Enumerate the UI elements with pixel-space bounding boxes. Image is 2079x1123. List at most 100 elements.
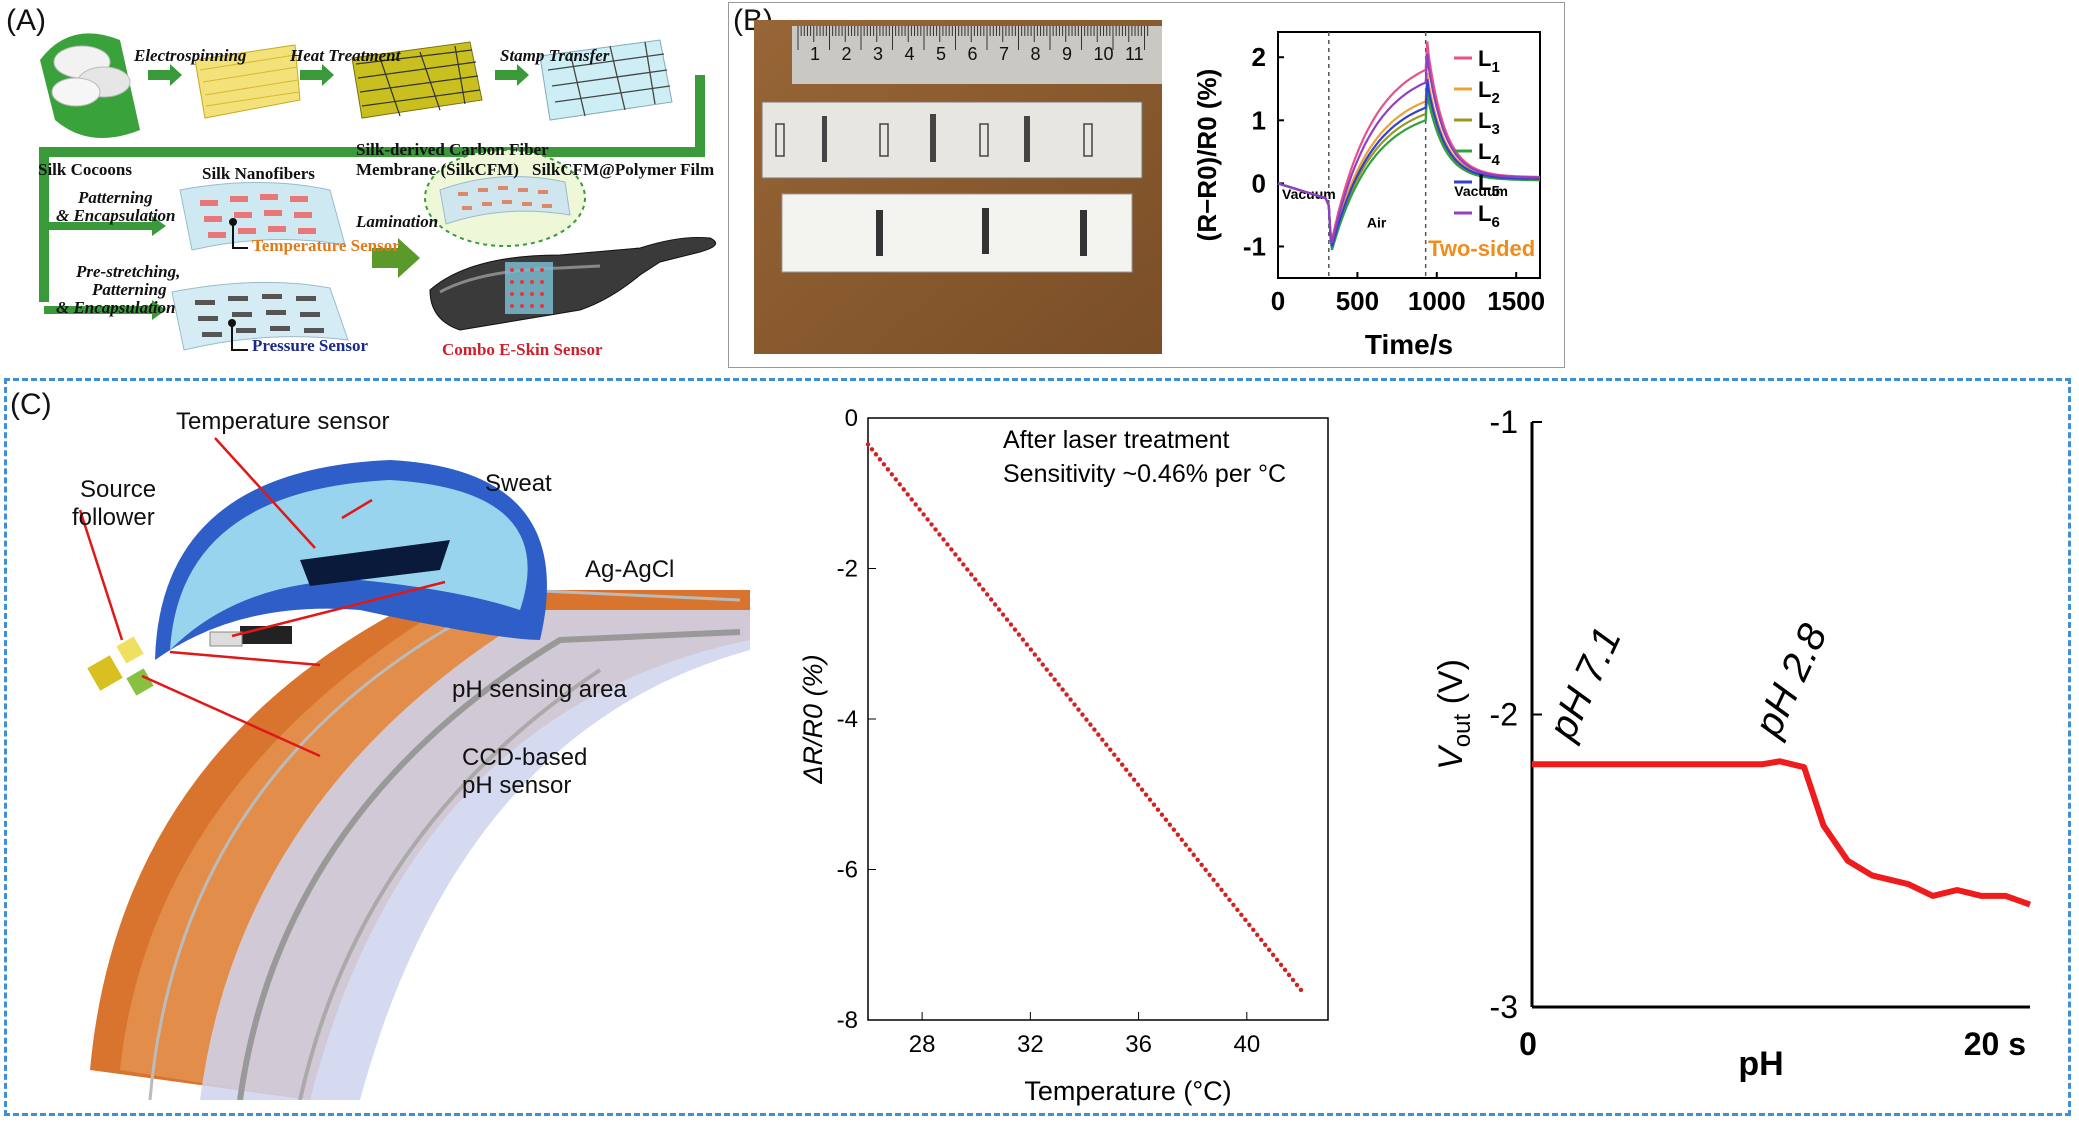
y-tick-label: -4 <box>837 706 858 733</box>
y-tick-label: -1 <box>1243 231 1266 261</box>
data-point <box>869 447 875 452</box>
ccd-ph-sensor-annotation-1: CCD-based <box>462 744 588 771</box>
x-tick-label: 20 s <box>1964 1026 2026 1062</box>
data-point <box>1012 627 1018 632</box>
legend-label: L2 <box>1478 77 1500 107</box>
ruler-number: 8 <box>1030 44 1041 64</box>
data-point <box>1290 977 1296 983</box>
data-point <box>1215 882 1220 887</box>
data-point <box>1068 697 1073 702</box>
data-point <box>1060 687 1065 692</box>
data-point <box>901 487 906 492</box>
data-point <box>1262 942 1268 948</box>
data-point <box>1096 732 1101 737</box>
data-point <box>1167 822 1173 827</box>
data-point <box>1298 987 1304 993</box>
silkcfm-image <box>351 41 483 119</box>
ruler-number: 6 <box>967 44 978 64</box>
silk-cocoons-image <box>40 33 140 139</box>
glove-image <box>429 236 717 331</box>
y-tick-label: 1 <box>1252 105 1266 135</box>
data-point <box>988 597 994 602</box>
y-axis-label: Vout (V) <box>1432 659 1476 770</box>
ruler-number: 5 <box>936 44 947 64</box>
vout-line <box>1532 758 2032 908</box>
data-point <box>1143 792 1149 797</box>
chart-annotation-2: Sensitivity ~0.46% per °C <box>1003 460 1286 488</box>
ccd-ph-sensor-annotation-2: pH sensor <box>462 772 572 799</box>
silk-nanofibers-image <box>194 44 301 119</box>
source-follower-annotation-1: Source <box>80 476 157 503</box>
data-point <box>1120 762 1125 767</box>
silkcfm-film-image <box>539 39 673 121</box>
data-point <box>984 592 990 597</box>
data-point <box>1151 802 1157 807</box>
data-point <box>973 577 978 582</box>
data-point <box>1072 702 1077 707</box>
panel-c-letter: (C) <box>10 388 52 421</box>
patterning-label-1: Patterning <box>78 188 153 207</box>
data-point <box>957 557 962 562</box>
region-label-vacuum-left: Vacuum <box>1282 186 1336 202</box>
data-point <box>945 542 950 547</box>
data-point <box>1211 877 1216 882</box>
data-point <box>1259 937 1264 943</box>
combo-eskin-label: Combo E-Skin Sensor <box>442 340 603 359</box>
pressure-sensor-sheet <box>171 281 349 351</box>
data-point <box>961 562 966 567</box>
data-point <box>1104 742 1109 747</box>
data-point <box>1004 617 1010 622</box>
panel-b-photo <box>754 20 1162 354</box>
data-point <box>905 492 910 497</box>
y-tick-label: -6 <box>837 857 858 884</box>
data-point <box>925 517 930 522</box>
data-point <box>1123 767 1129 772</box>
electrospinning-label: Electrospinning <box>134 46 247 65</box>
x-tick-label: 1000 <box>1408 286 1466 316</box>
pressure-sensor-label: Pressure Sensor <box>252 336 369 355</box>
data-point <box>977 582 982 587</box>
ruler-number: 2 <box>841 44 852 64</box>
ruler-number: 3 <box>873 44 884 64</box>
folded-paper-top <box>761 101 1143 179</box>
x-tick-label: 28 <box>909 1031 936 1058</box>
data-point <box>1266 947 1272 953</box>
y-tick-label: 0 <box>845 405 858 432</box>
data-point <box>921 512 926 517</box>
plot-frame <box>1277 31 1541 279</box>
x-axis-label: Temperature (°C) <box>1024 1076 1231 1106</box>
panel-a-letter: (A) <box>6 4 46 37</box>
region-label-air: Air <box>1367 215 1387 231</box>
data-point <box>1040 662 1045 667</box>
data-point <box>1175 832 1181 837</box>
data-point <box>1270 952 1276 958</box>
data-point <box>1195 857 1200 862</box>
data-point <box>1255 932 1260 938</box>
data-point <box>1239 912 1244 918</box>
y-tick-label: 2 <box>1252 42 1266 72</box>
data-point <box>1084 717 1089 722</box>
data-point <box>1247 922 1252 928</box>
two-sided-label: Two-sided <box>1428 236 1535 261</box>
silkcfm-film-label: SilkCFM@Polymer Film <box>532 160 715 179</box>
data-point <box>865 442 871 447</box>
data-point <box>1108 747 1113 752</box>
y-tick-label: 0 <box>1252 168 1266 198</box>
data-point <box>929 522 934 527</box>
data-point <box>1179 837 1184 842</box>
data-point <box>881 462 887 467</box>
heat-treatment-label: Heat Treatment <box>290 46 401 65</box>
data-point <box>913 502 918 507</box>
data-point <box>949 547 954 552</box>
data-point <box>1020 637 1026 642</box>
data-point <box>897 482 902 487</box>
data-point <box>941 537 946 542</box>
ruler-number: 4 <box>904 44 915 64</box>
prestretch-label-2: Patterning <box>92 280 167 299</box>
ruler-number: 1 <box>810 44 821 64</box>
x-tick-label: 32 <box>1017 1031 1044 1058</box>
patterning-label-2: & Encapsulation <box>56 206 176 225</box>
temperature-sensor-sheet <box>179 182 346 251</box>
x-tick-label: 0 <box>1519 1026 1537 1062</box>
